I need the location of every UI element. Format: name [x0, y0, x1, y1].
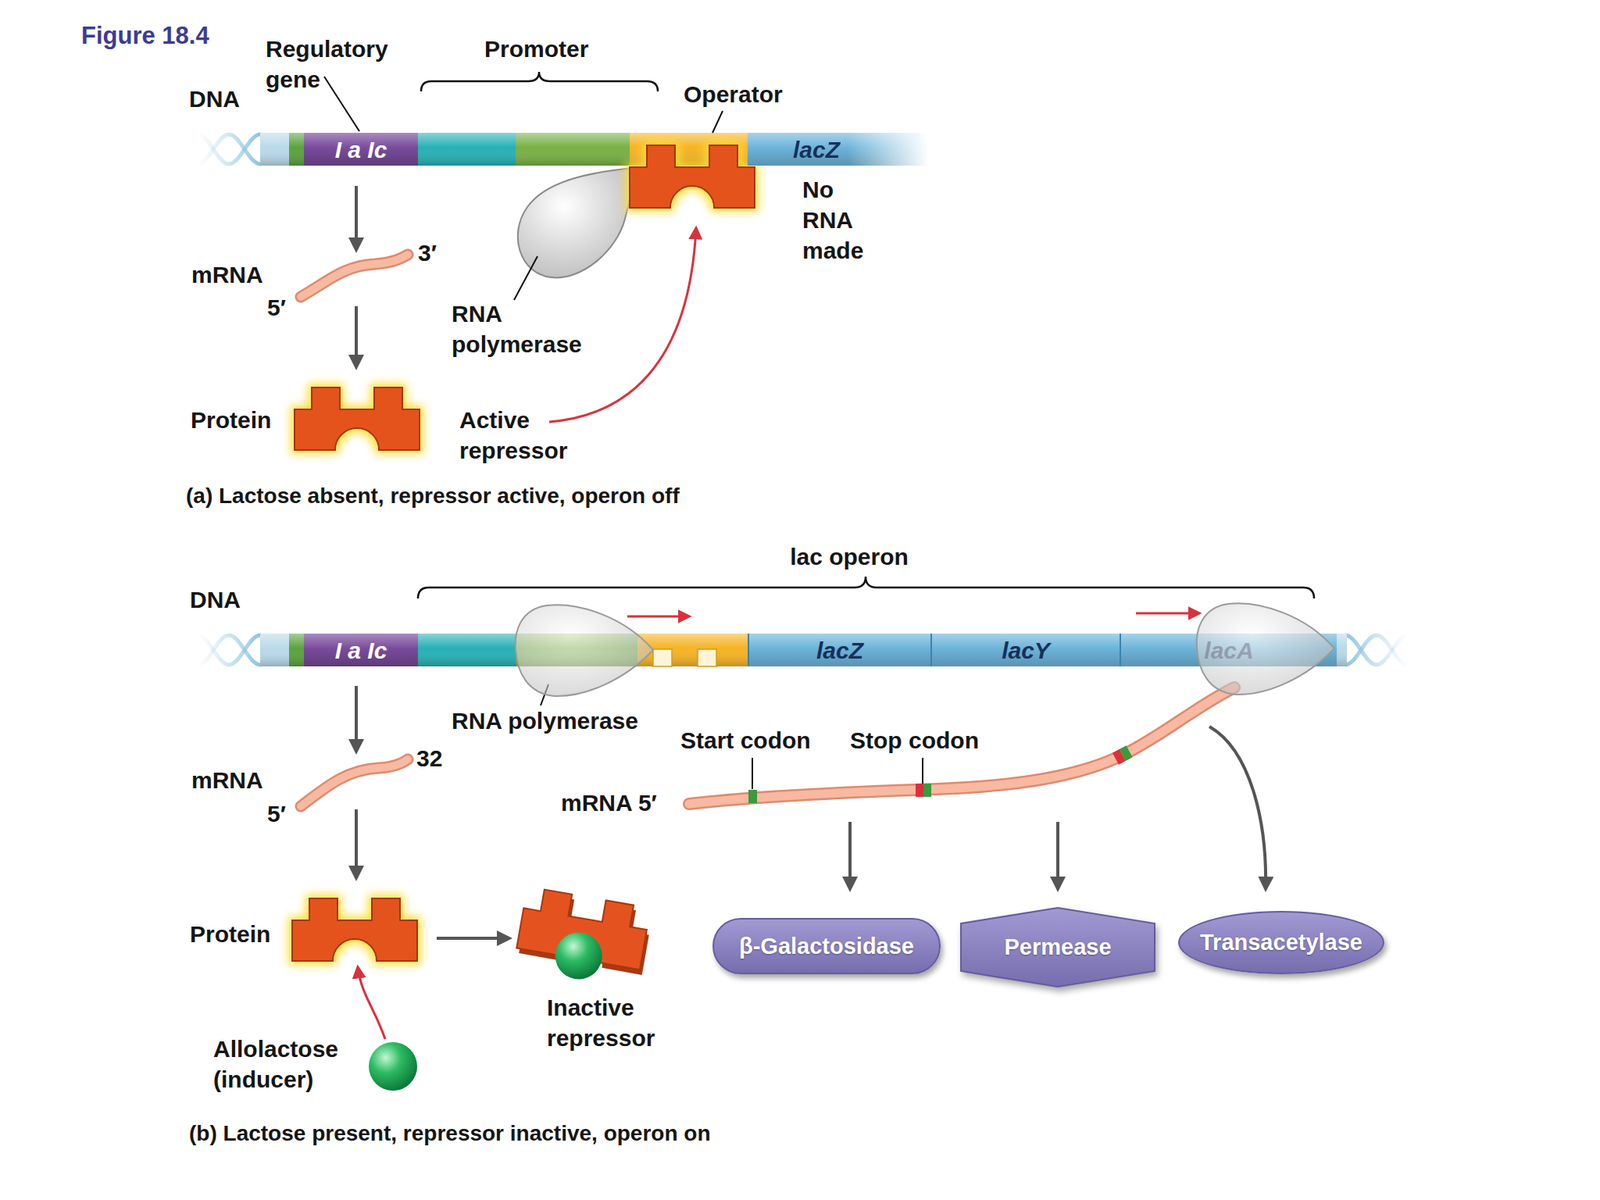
- part-label: Active repressor: [459, 404, 568, 466]
- part-label: DNA: [189, 83, 240, 115]
- gene-segment: lacA: [1119, 633, 1337, 667]
- part-label: Inactive repressor: [546, 992, 655, 1054]
- gene-segment: lacZ: [747, 132, 929, 166]
- node-text: lacA: [1203, 635, 1254, 666]
- dna-helix: [197, 134, 261, 165]
- gene-segment: lacZ: [747, 633, 931, 667]
- node-text: Transacetylase: [1200, 927, 1363, 958]
- node-text: I a Ic: [335, 134, 388, 165]
- node-text: lacY: [1001, 635, 1050, 666]
- node-text: I a Ic: [335, 635, 388, 666]
- panel-caption: (b) Lactose present, repressor inactive,…: [189, 1117, 711, 1149]
- gene-segment: I a Ic: [303, 132, 418, 166]
- part-label: Protein: [190, 404, 272, 436]
- part-label: mRNA: [191, 259, 264, 290]
- part-label: RNA polymerase: [451, 298, 583, 360]
- part-label: Regulatory gene: [265, 33, 389, 95]
- enzyme-pill: β-Galactosidase: [712, 917, 941, 975]
- gene-segment: I a Ic: [303, 633, 418, 667]
- part-label: Stop codon: [850, 725, 979, 756]
- part-label: Start codon: [680, 725, 811, 756]
- part-label: RNA polymerase: [451, 705, 639, 736]
- node-text: lacZ: [816, 635, 864, 666]
- panel-caption: (a) Lactose absent, repressor active, op…: [185, 480, 680, 511]
- enzyme-oval: Transacetylase: [1178, 910, 1385, 975]
- part-label: DNA: [189, 584, 241, 615]
- end-label: 32: [416, 742, 443, 774]
- part-label: lac operon: [789, 541, 909, 572]
- part-label: Operator: [683, 78, 783, 110]
- part-label: mRNA: [191, 764, 264, 796]
- note-label: No RNA made: [802, 174, 864, 266]
- part-label: Promoter: [484, 33, 589, 65]
- end-label: 5′: [267, 798, 286, 829]
- dna-helix: [197, 635, 261, 665]
- dna-helix: [197, 134, 261, 165]
- node-text: lacZ: [792, 134, 840, 165]
- dna-helix: [1345, 635, 1409, 665]
- part-label: Allolactose (inducer): [213, 1033, 339, 1095]
- part-label: mRNA 5′: [560, 787, 658, 818]
- enzyme-hexagon: Permease: [960, 907, 1155, 987]
- node-text: β-Galactosidase: [739, 931, 915, 962]
- end-label: 3′: [417, 237, 437, 268]
- part-label: Protein: [189, 918, 271, 950]
- end-label: 5′: [267, 292, 286, 323]
- figure-title: Figure 18.4: [81, 20, 210, 51]
- node-text: Permease: [1003, 932, 1111, 963]
- dna-helix: [1345, 635, 1409, 665]
- dna-helix: [197, 635, 261, 665]
- gene-segment: lacY: [930, 633, 1120, 667]
